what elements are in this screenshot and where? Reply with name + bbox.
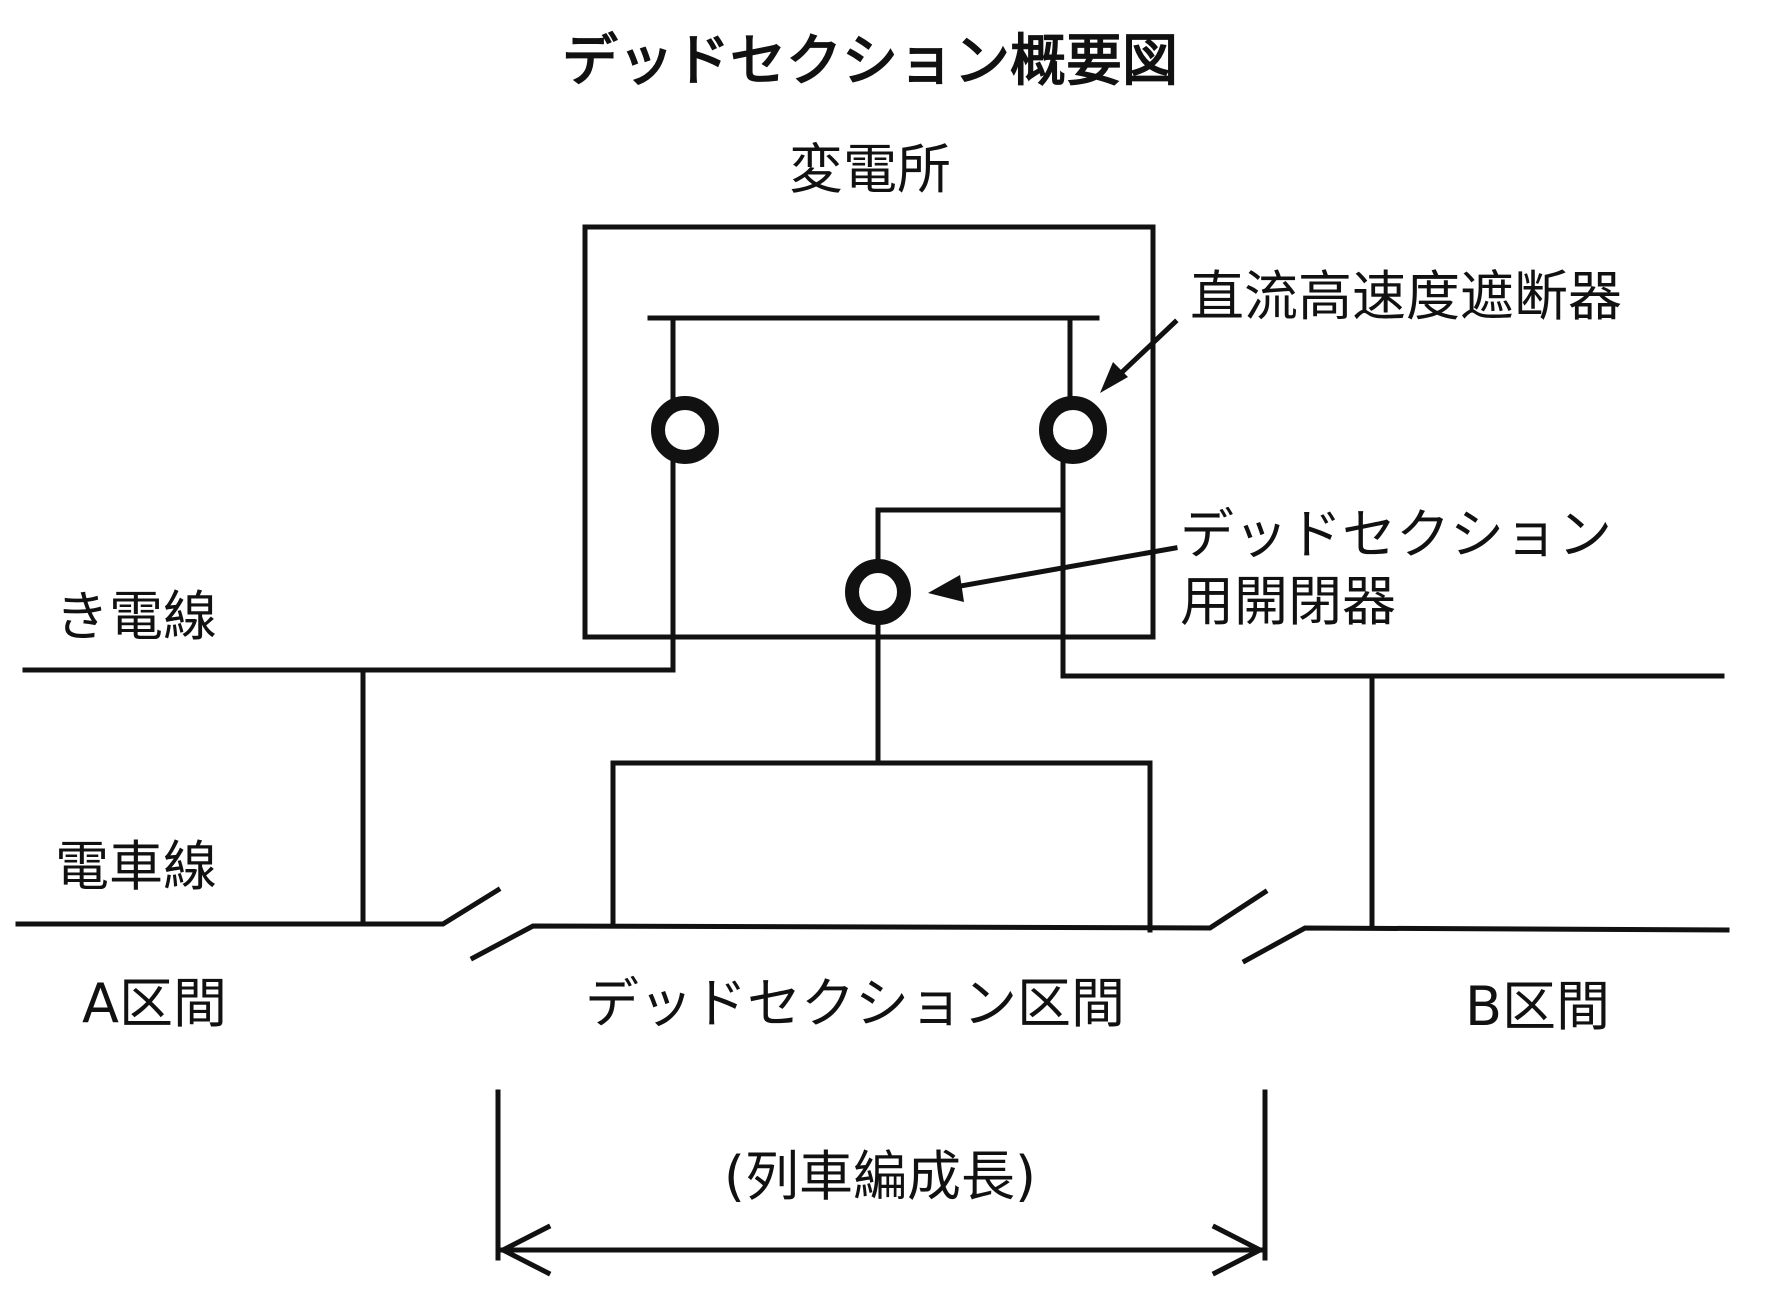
substation-box — [582, 224, 1156, 640]
trolley-line-a — [15, 886, 502, 927]
dimension-arrow-right-icon — [1211, 1223, 1266, 1277]
left-breaker-icon — [651, 396, 719, 464]
dc-breaker-label: 直流高速度遮断器 — [1190, 265, 1622, 328]
trolley-line-b — [1241, 925, 1730, 965]
feeder-line-right — [1060, 669, 1725, 679]
dc-breaker-arrowhead-icon — [1100, 362, 1128, 393]
dead-switch-label-line2: 用開閉器 — [1180, 570, 1396, 633]
right-breaker-icon — [1039, 396, 1107, 464]
dead-switch-arrowhead-icon — [928, 575, 964, 602]
dead-section-switch-icon — [845, 559, 911, 625]
section-a-label: A区間 — [82, 972, 227, 1035]
dimension-arrow-left-icon — [497, 1223, 552, 1277]
dead-section-rail-box — [610, 760, 1153, 933]
substation-label: 変電所 — [789, 138, 951, 201]
dc-breaker-arrow-line — [1114, 318, 1179, 380]
section-b-label: B区間 — [1465, 975, 1610, 1038]
train-length-label: (列車編成長) — [724, 1145, 1036, 1208]
diagram-title: デッドセクション概要図 — [562, 29, 1178, 94]
trolley-label: 電車線 — [55, 835, 217, 898]
switch-branch — [875, 507, 1066, 568]
trolley-line-dead — [469, 888, 1269, 962]
dead-section-label: デッドセクション区間 — [585, 972, 1125, 1035]
dead-switch-label-line1: デッドセクション — [1180, 503, 1612, 566]
dead-switch-arrow-line — [952, 545, 1178, 590]
feeder-label: き電線 — [55, 585, 217, 648]
